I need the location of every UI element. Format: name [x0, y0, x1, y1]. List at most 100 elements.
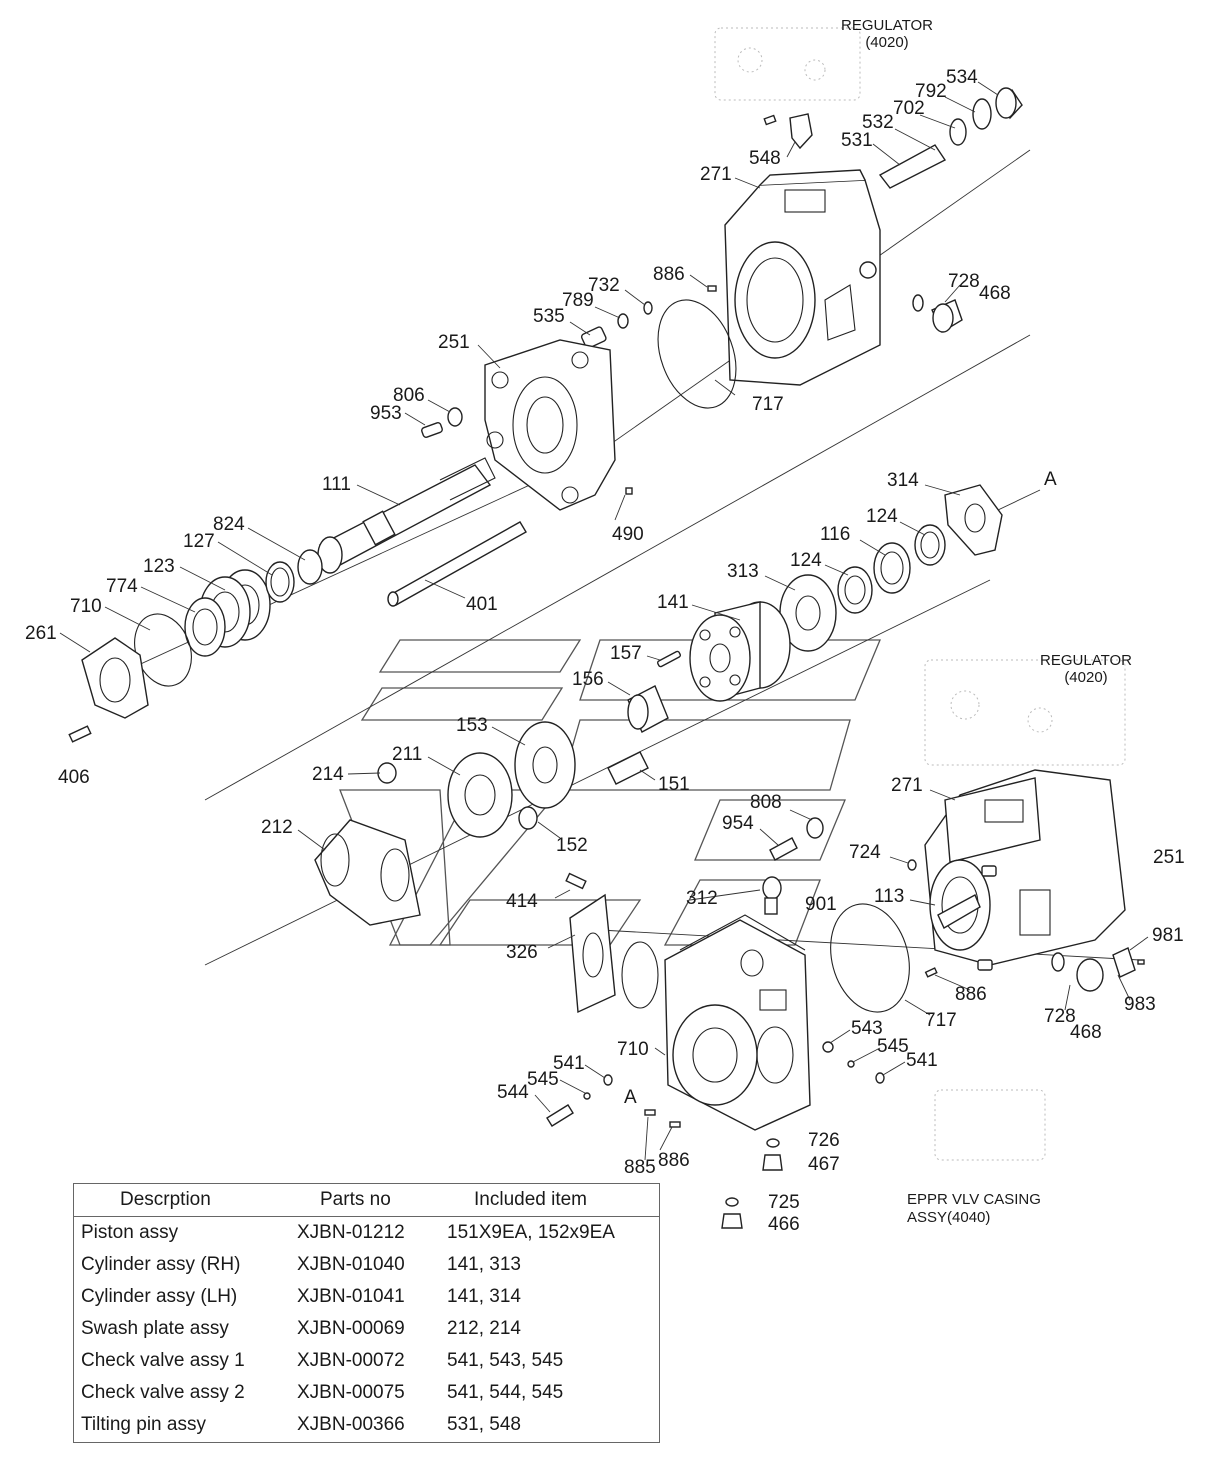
callout-726: 726	[808, 1130, 840, 1151]
table-row: Cylinder assy (RH) XJBN-01040 141, 313	[74, 1249, 659, 1281]
callout-271-upper: 271	[700, 164, 732, 185]
tilting-pin-531	[878, 144, 947, 189]
view-a-bottom-label: A	[624, 1087, 637, 1108]
small-parts-lower-right	[907, 859, 1145, 992]
table-row: Tilting pin assy XJBN-00366 531, 548	[74, 1409, 659, 1441]
callout-468-upper: 468	[979, 283, 1011, 304]
table-row: Swash plate assy XJBN-00069 212, 214	[74, 1313, 659, 1345]
table-row: Check valve assy 2 XJBN-00075 541, 544, …	[74, 1377, 659, 1409]
callout-717-lower: 717	[925, 1010, 957, 1031]
small-parts-806-953	[421, 407, 633, 495]
callout-313: 313	[727, 561, 759, 582]
callout-156: 156	[572, 669, 604, 690]
row-included: 141, 314	[447, 1286, 521, 1307]
bush-214	[377, 762, 397, 784]
callout-531: 531	[841, 130, 873, 151]
gear-116	[873, 542, 911, 594]
callout-808: 808	[750, 792, 782, 813]
callout-789: 789	[562, 290, 594, 311]
o-ring-717-upper	[657, 299, 737, 409]
callout-490: 490	[612, 524, 644, 545]
row-included: 212, 214	[447, 1318, 521, 1339]
callout-141: 141	[657, 592, 689, 613]
row-included: 141, 313	[447, 1254, 521, 1275]
row-parts-no: XJBN-01040	[297, 1254, 405, 1275]
swash-plate-212	[314, 819, 421, 926]
callout-728-lower: 728	[1044, 1006, 1076, 1027]
callout-271-lower: 271	[891, 775, 923, 796]
watermark-outline	[339, 639, 881, 946]
callout-981: 981	[1152, 925, 1184, 946]
row-description: Piston assy	[81, 1222, 179, 1243]
callout-541-right: 541	[906, 1050, 938, 1071]
shoe-152	[518, 806, 538, 830]
small-parts-upper	[580, 285, 717, 349]
callout-886-right: 886	[955, 984, 987, 1005]
callout-724: 724	[849, 842, 881, 863]
seal-rings-top	[949, 87, 1023, 146]
callout-261: 261	[25, 623, 57, 644]
pump-casing-lower-right	[924, 769, 1126, 971]
rings-127-824	[265, 549, 323, 603]
table-row: Check valve assy 1 XJBN-00072 541, 543, …	[74, 1345, 659, 1377]
table-row: Piston assy XJBN-01212 151X9EA, 152x9EA	[74, 1217, 659, 1249]
row-parts-no: XJBN-01041	[297, 1286, 405, 1307]
tilting-pin-548	[763, 113, 813, 150]
regulator-right-code: (4020)	[1064, 669, 1107, 686]
callout-717-upper: 717	[752, 394, 784, 415]
retainer-plate-153	[514, 721, 576, 809]
callout-901: 901	[805, 894, 837, 915]
callout-806: 806	[393, 385, 425, 406]
callout-326: 326	[506, 942, 538, 963]
needle-bearing-124-lower	[837, 566, 873, 614]
callout-124-upper: 124	[866, 506, 898, 527]
callout-792: 792	[915, 81, 947, 102]
pin-157	[657, 650, 681, 668]
callout-157: 157	[610, 643, 642, 664]
regulator-top-ghost	[714, 27, 861, 101]
row-included: 541, 543, 545	[447, 1350, 564, 1371]
plug-468-upper	[912, 294, 963, 334]
callout-116: 116	[820, 524, 850, 545]
callout-824: 824	[213, 514, 245, 535]
callout-532: 532	[862, 112, 894, 133]
eppr-casing-label-line1: EPPR VLV CASING	[907, 1191, 1041, 1208]
piston-151	[607, 751, 649, 785]
callout-467: 467	[808, 1154, 840, 1175]
callout-401: 401	[466, 594, 498, 615]
callout-885: 885	[624, 1157, 656, 1178]
eppr-casing-ghost	[934, 1089, 1046, 1161]
callout-545-left: 545	[527, 1069, 559, 1090]
callout-725: 725	[768, 1192, 800, 1213]
front-casing-312	[664, 914, 811, 1131]
gasket-326	[569, 893, 616, 1014]
callout-541-left: 541	[553, 1053, 585, 1074]
table-header: Descrption Parts no Included item	[74, 1184, 659, 1217]
callout-214: 214	[312, 764, 344, 785]
part-callouts: 534 792 702 532 531 548 271 886 732 789 …	[25, 67, 1185, 1235]
callout-211: 211	[392, 744, 422, 765]
view-a-top-label: A	[1044, 469, 1057, 490]
callout-886-bottom: 886	[658, 1150, 690, 1171]
eppr-casing-label-line2: ASSY(4040)	[907, 1209, 990, 1226]
callout-124-lower: 124	[790, 550, 822, 571]
pin-401	[387, 521, 527, 607]
callout-544: 544	[497, 1082, 529, 1103]
cylinder-block-141	[689, 601, 791, 702]
regulator-right-ghost	[924, 659, 1126, 766]
seal-cover-261	[68, 637, 149, 743]
small-parts-lower	[546, 817, 885, 1229]
row-parts-no: XJBN-00072	[297, 1350, 405, 1371]
o-ring-710-lower	[621, 941, 659, 1009]
row-description: Cylinder assy (RH)	[81, 1254, 241, 1275]
row-description: Check valve assy 1	[81, 1350, 245, 1371]
header-included-item: Included item	[474, 1189, 588, 1210]
diagram-labels: REGULATOR (4020) REGULATOR (4020) EPPR V…	[624, 17, 1132, 1226]
port-plate-314	[944, 484, 1003, 556]
callout-774: 774	[106, 576, 138, 597]
callout-534: 534	[946, 67, 978, 88]
row-parts-no: XJBN-00366	[297, 1414, 405, 1435]
callout-406: 406	[58, 767, 90, 788]
callout-983: 983	[1124, 994, 1156, 1015]
parts-table: Descrption Parts no Included item Piston…	[73, 1183, 660, 1443]
